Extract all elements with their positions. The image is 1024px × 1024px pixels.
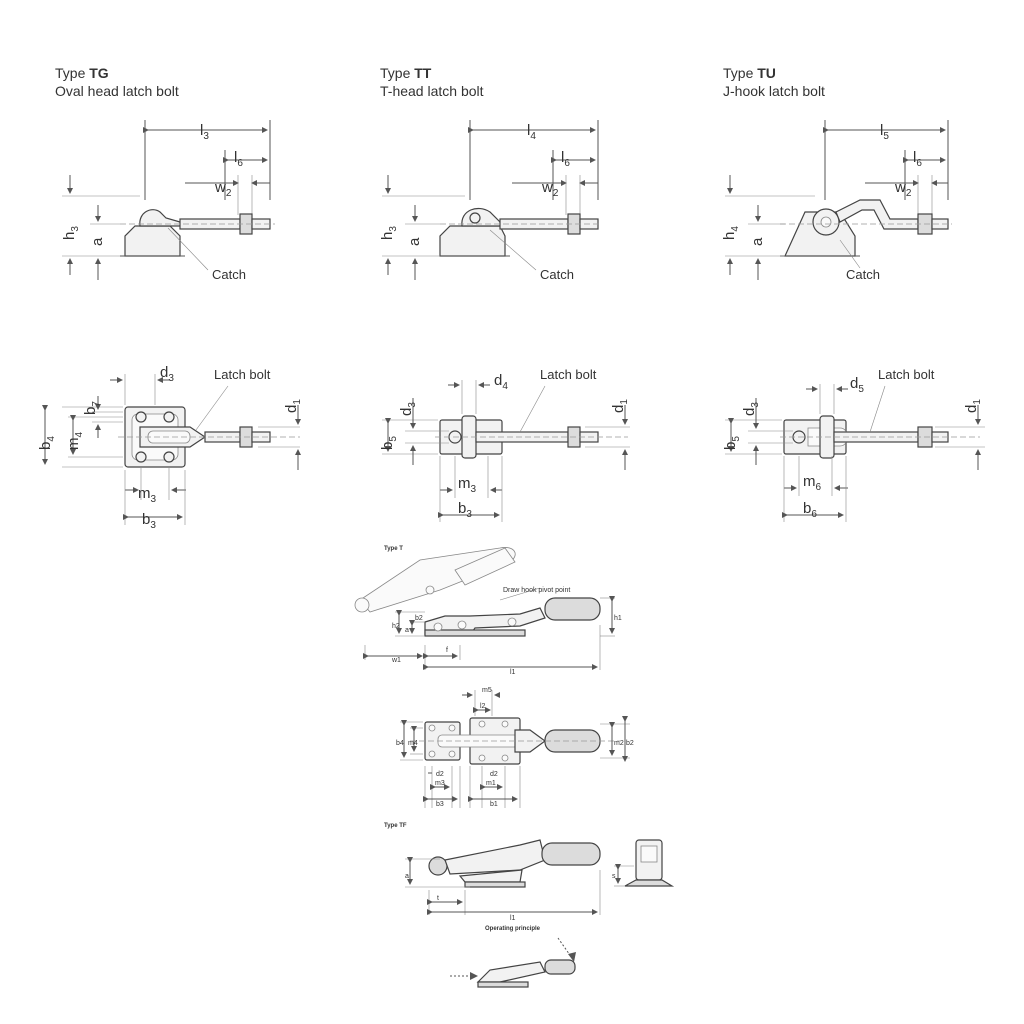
- svg-text:a: a: [405, 873, 409, 880]
- svg-text:d3: d3: [160, 364, 174, 384]
- svg-text:l6: l6: [234, 149, 243, 169]
- svg-text:a: a: [405, 627, 409, 634]
- svg-text:Catch: Catch: [846, 267, 880, 282]
- svg-text:Type TT: Type TT: [380, 65, 432, 81]
- svg-text:m5: m5: [482, 687, 492, 694]
- svg-text:m3: m3: [138, 485, 157, 505]
- operating-principle: Operating principle: [450, 926, 576, 988]
- svg-text:h1: h1: [614, 615, 622, 622]
- svg-text:d4: d4: [494, 372, 508, 392]
- svg-text:b1: b1: [490, 801, 498, 808]
- type-tt-title: Type TT T-head latch bolt: [380, 65, 484, 99]
- svg-text:b5: b5: [722, 436, 742, 450]
- svg-text:h4: h4: [721, 226, 741, 240]
- tg-side-view: l3 l6 w2 h3 a Catch: [61, 120, 275, 282]
- svg-text:h3: h3: [379, 226, 399, 240]
- svg-text:w2: w2: [214, 179, 232, 199]
- svg-text:d1: d1: [610, 399, 630, 413]
- svg-text:Type T: Type T: [384, 546, 403, 552]
- svg-text:d5: d5: [850, 375, 864, 395]
- type-tg-title: Type TG Oval head latch bolt: [55, 65, 179, 99]
- svg-text:Operating principle: Operating principle: [485, 926, 541, 932]
- svg-text:m2: m2: [614, 740, 624, 747]
- svg-text:m3: m3: [458, 475, 477, 495]
- svg-text:m3: m3: [435, 780, 445, 787]
- svg-text:Latch bolt: Latch bolt: [540, 367, 597, 382]
- svg-text:d1: d1: [283, 399, 303, 413]
- svg-text:l6: l6: [913, 149, 922, 169]
- svg-text:l5: l5: [880, 122, 889, 142]
- svg-text:b4: b4: [37, 436, 57, 450]
- svg-text:Catch: Catch: [212, 267, 246, 282]
- svg-text:Latch bolt: Latch bolt: [878, 367, 935, 382]
- svg-text:Catch: Catch: [540, 267, 574, 282]
- tt-top-view: d4 Latch bolt b5 d3 m3 b3 d1: [379, 367, 630, 522]
- tu-top-view: d5 Latch bolt b5 d3 m6 b6 d1: [722, 367, 985, 522]
- svg-text:a: a: [749, 237, 766, 246]
- type-t-top-view: m5 l2 b4 m4 m2 b2 d2 m3 b3 d2 m1 b1: [396, 687, 634, 808]
- tg-top-view: d3 Latch bolt b4 m4 b7 m3 b3 d1: [37, 364, 303, 531]
- svg-text:m4: m4: [65, 432, 85, 451]
- svg-text:b2: b2: [626, 740, 634, 747]
- svg-text:l3: l3: [200, 122, 209, 142]
- svg-text:Oval head latch bolt: Oval head latch bolt: [55, 83, 179, 99]
- type-tf-view: Type TF a t l1 s: [384, 823, 675, 922]
- svg-text:b5: b5: [379, 436, 399, 450]
- svg-text:w1: w1: [391, 657, 401, 664]
- svg-text:l1: l1: [510, 915, 516, 922]
- svg-text:b4: b4: [396, 740, 404, 747]
- svg-text:d1: d1: [963, 399, 983, 413]
- svg-text:b3: b3: [458, 500, 472, 520]
- svg-text:l6: l6: [561, 149, 570, 169]
- svg-text:a: a: [89, 237, 106, 246]
- svg-text:J-hook latch bolt: J-hook latch bolt: [723, 83, 825, 99]
- svg-text:t: t: [437, 895, 439, 902]
- svg-text:d2: d2: [490, 771, 498, 778]
- tu-side-view: l5 l6 w2 h4 a Catch: [721, 120, 952, 282]
- svg-text:f: f: [446, 647, 448, 654]
- svg-text:d3: d3: [398, 402, 418, 416]
- svg-text:l1: l1: [510, 669, 516, 676]
- svg-text:T-head latch bolt: T-head latch bolt: [380, 83, 484, 99]
- svg-text:b3: b3: [436, 801, 444, 808]
- svg-text:Draw hook pivot point: Draw hook pivot point: [503, 587, 570, 594]
- svg-text:m4: m4: [408, 740, 418, 747]
- svg-text:b3: b3: [142, 511, 156, 531]
- svg-text:a: a: [406, 237, 423, 246]
- svg-text:b6: b6: [803, 500, 817, 520]
- svg-text:d2: d2: [436, 771, 444, 778]
- type-t-side-view: Type T Draw hook pivot point w1 f l1 h1 …: [354, 546, 622, 676]
- svg-text:d3: d3: [741, 402, 761, 416]
- svg-text:l4: l4: [527, 122, 536, 142]
- svg-text:Type TF: Type TF: [384, 823, 407, 829]
- svg-text:Type TG: Type TG: [55, 65, 109, 81]
- tt-side-view: l4 l6 w2 h3 a Catch: [379, 120, 602, 282]
- svg-text:s: s: [612, 873, 616, 880]
- svg-text:m1: m1: [486, 780, 496, 787]
- svg-text:b2: b2: [415, 615, 423, 622]
- svg-text:h2: h2: [392, 623, 400, 630]
- svg-text:m6: m6: [803, 473, 822, 493]
- svg-text:b7: b7: [82, 401, 102, 415]
- type-tu-title: Type TU J-hook latch bolt: [723, 65, 825, 99]
- svg-text:w2: w2: [541, 179, 559, 199]
- svg-text:Latch bolt: Latch bolt: [214, 367, 271, 382]
- svg-text:l2: l2: [480, 703, 486, 710]
- svg-text:h3: h3: [61, 226, 81, 240]
- svg-text:Type TU: Type TU: [723, 65, 776, 81]
- svg-text:w2: w2: [894, 179, 912, 199]
